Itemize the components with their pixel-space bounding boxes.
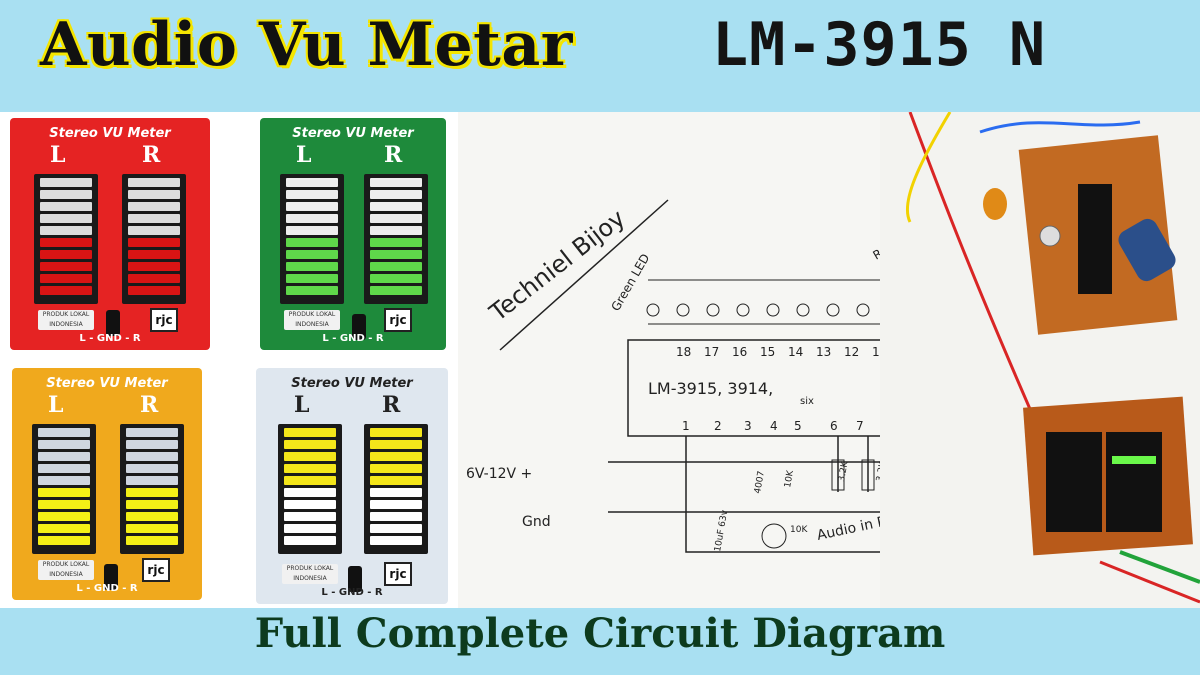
resistor-3k2: 3.2K xyxy=(837,460,851,483)
transistor xyxy=(106,310,120,336)
led-bar-right xyxy=(122,174,186,304)
gnd-label: Gnd xyxy=(522,514,551,530)
pcb-left-letter: L xyxy=(296,142,312,168)
trimmer-pot xyxy=(1039,225,1061,247)
six-label: six xyxy=(800,396,814,407)
pcb-right-letter: R xyxy=(142,142,161,168)
pin-12: 12 xyxy=(844,345,859,359)
title-right: LM-3915 N xyxy=(712,10,1047,80)
pin-3: 3 xyxy=(744,419,752,433)
pcb-label: Stereo VU Meter xyxy=(46,376,168,391)
pcb-footer: L - GND - R xyxy=(321,587,383,598)
pin-6: 6 xyxy=(830,419,838,433)
title-banner: Audio Vu Metar LM-3915 N xyxy=(0,0,1200,108)
pin-16: 16 xyxy=(732,345,747,359)
pin-13: 13 xyxy=(816,345,831,359)
pcb-right-letter: R xyxy=(140,392,159,418)
pcb-footer: L - GND - R xyxy=(76,583,138,594)
footer-caption: Full Complete Circuit Diagram xyxy=(254,610,946,657)
assembled-circuit-photo xyxy=(880,111,1200,608)
pin-17: 17 xyxy=(704,345,719,359)
led-bar-right xyxy=(364,424,428,554)
led-bar-left xyxy=(278,424,342,554)
transistor xyxy=(104,564,118,590)
pcb-left-letter: L xyxy=(48,392,64,418)
pcb-logo: rjc xyxy=(150,308,178,332)
pcb-left-letter: L xyxy=(50,142,66,168)
pcb-footer: L - GND - R xyxy=(79,333,141,344)
pin-15: 15 xyxy=(760,345,775,359)
ic-chip xyxy=(1078,184,1112,294)
cap-label: 10uF 63v xyxy=(713,509,730,553)
led-bar-left xyxy=(34,174,98,304)
lit-led xyxy=(1112,456,1156,464)
pcb-green: Stereo VU Meter L R PRODUK LOKAL INDONES… xyxy=(260,118,446,350)
led-bar-left xyxy=(32,424,96,554)
pcb-label: Stereo VU Meter xyxy=(291,376,413,391)
pcb-left-letter: L xyxy=(294,392,310,418)
title-left: Audio Vu Metar xyxy=(40,10,573,80)
led-bar-display-right xyxy=(1106,432,1162,532)
led-bar-left xyxy=(280,174,344,304)
pcb-gallery: Stereo VU Meter L R PRODUK LOKAL INDONES… xyxy=(0,112,458,608)
pot-value: 10K xyxy=(790,525,808,535)
orange-capacitor xyxy=(983,188,1007,220)
pcb-logo: rjc xyxy=(384,308,412,332)
led-bar-display-left xyxy=(1046,432,1102,532)
led-bar-right xyxy=(364,174,428,304)
pcb-badge: PRODUK LOKAL INDONESIA xyxy=(38,310,94,330)
pin-18: 18 xyxy=(676,345,691,359)
pcb-orange: Stereo VU Meter L R PRODUK LOKAL INDONES… xyxy=(12,368,202,600)
led-bar-right xyxy=(120,424,184,554)
author-text: Techniel Bijoy xyxy=(484,204,631,327)
pin-7: 7 xyxy=(856,419,864,433)
pcb-right-letter: R xyxy=(382,392,401,418)
pcb-label: Stereo VU Meter xyxy=(292,126,414,141)
pcb-white: Stereo VU Meter L R PRODUK LOKAL INDONES… xyxy=(256,368,448,604)
schematic-drawing: Techniel Bijoy Green LED Red LM-3915, 39… xyxy=(466,199,958,582)
pcb-badge: PRODUK LOKAL INDONESIA xyxy=(282,564,338,584)
pcb-badge: PRODUK LOKAL INDONESIA xyxy=(284,310,340,330)
green-led-label: Green LED xyxy=(608,251,652,313)
pcb-badge: PRODUK LOKAL INDONESIA xyxy=(38,560,94,580)
pcb-label: Stereo VU Meter xyxy=(49,126,171,141)
transistor xyxy=(348,566,362,592)
pcb-footer: L - GND - R xyxy=(322,333,384,344)
diode-label: 4007 xyxy=(753,470,767,494)
transistor xyxy=(352,314,366,340)
pcb-logo: rjc xyxy=(384,562,412,586)
chip-label: LM-3915, 3914, xyxy=(648,379,773,398)
pcb-right-letter: R xyxy=(384,142,403,168)
supply-label: 6V-12V + xyxy=(466,466,532,482)
pin-5: 5 xyxy=(794,419,802,433)
pin-4: 4 xyxy=(770,419,778,433)
pin-1: 1 xyxy=(682,419,690,433)
pcb-red: Stereo VU Meter L R PRODUK LOKAL INDONES… xyxy=(10,118,210,350)
resistor-10k: 10K xyxy=(783,469,796,489)
pin-14: 14 xyxy=(788,345,803,359)
capacitor xyxy=(1118,218,1176,282)
circuit-photo xyxy=(880,111,1200,608)
pcb-logo: rjc xyxy=(142,558,170,582)
pin-2: 2 xyxy=(714,419,722,433)
